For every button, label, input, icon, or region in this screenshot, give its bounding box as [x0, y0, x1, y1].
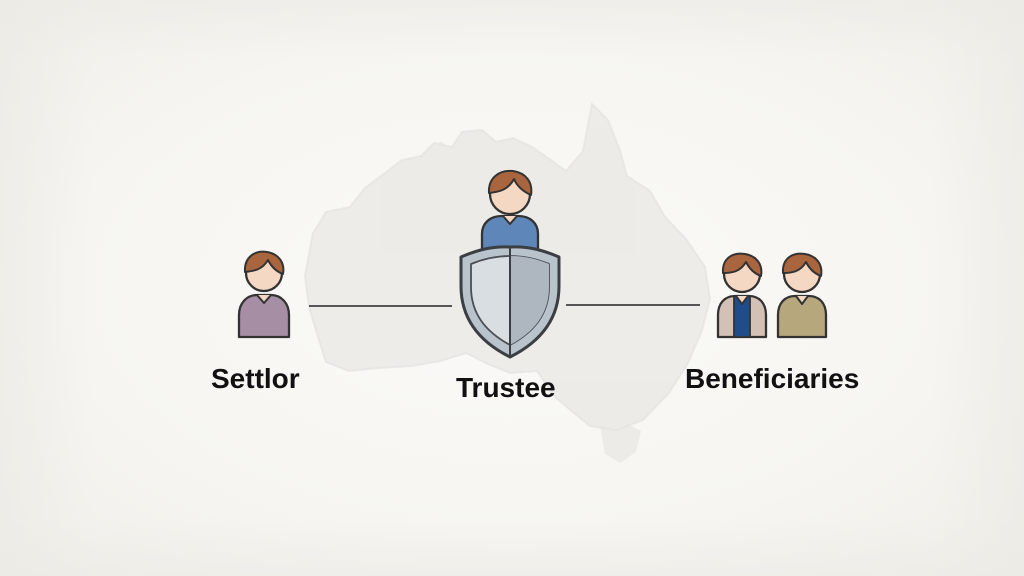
beneficiary-left-person-icon: [716, 252, 768, 339]
trustee-label: Trustee: [456, 372, 556, 403]
trustee-person-icon: [480, 169, 540, 254]
settlor-label: Settlor: [211, 363, 300, 394]
beneficiary-right-person-icon: [776, 252, 828, 339]
settlor-person-icon: [237, 250, 291, 339]
trustee-shield-icon: [459, 245, 561, 359]
beneficiaries-label: Beneficiaries: [685, 363, 860, 394]
